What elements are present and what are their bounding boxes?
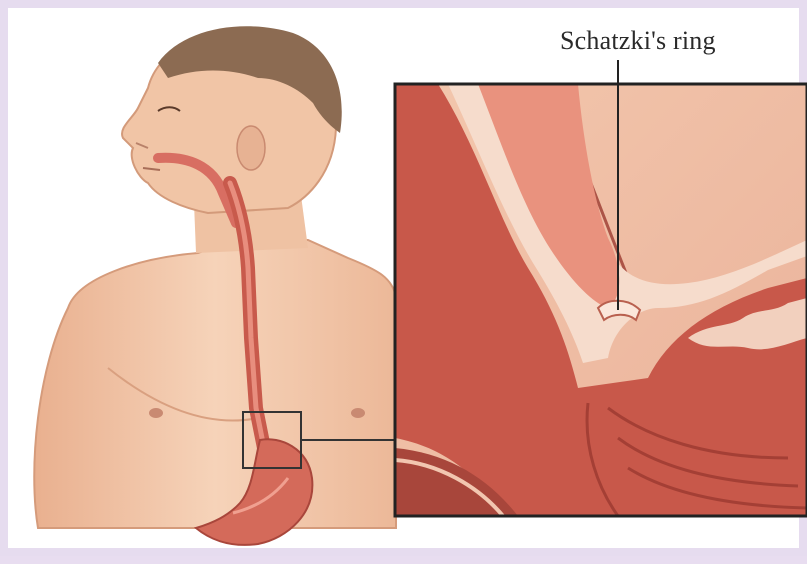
anatomy-illustration <box>8 8 807 564</box>
schatzki-ring-label: Schatzki's ring <box>560 26 716 56</box>
magnified-panel <box>395 84 807 516</box>
torso <box>34 173 396 528</box>
